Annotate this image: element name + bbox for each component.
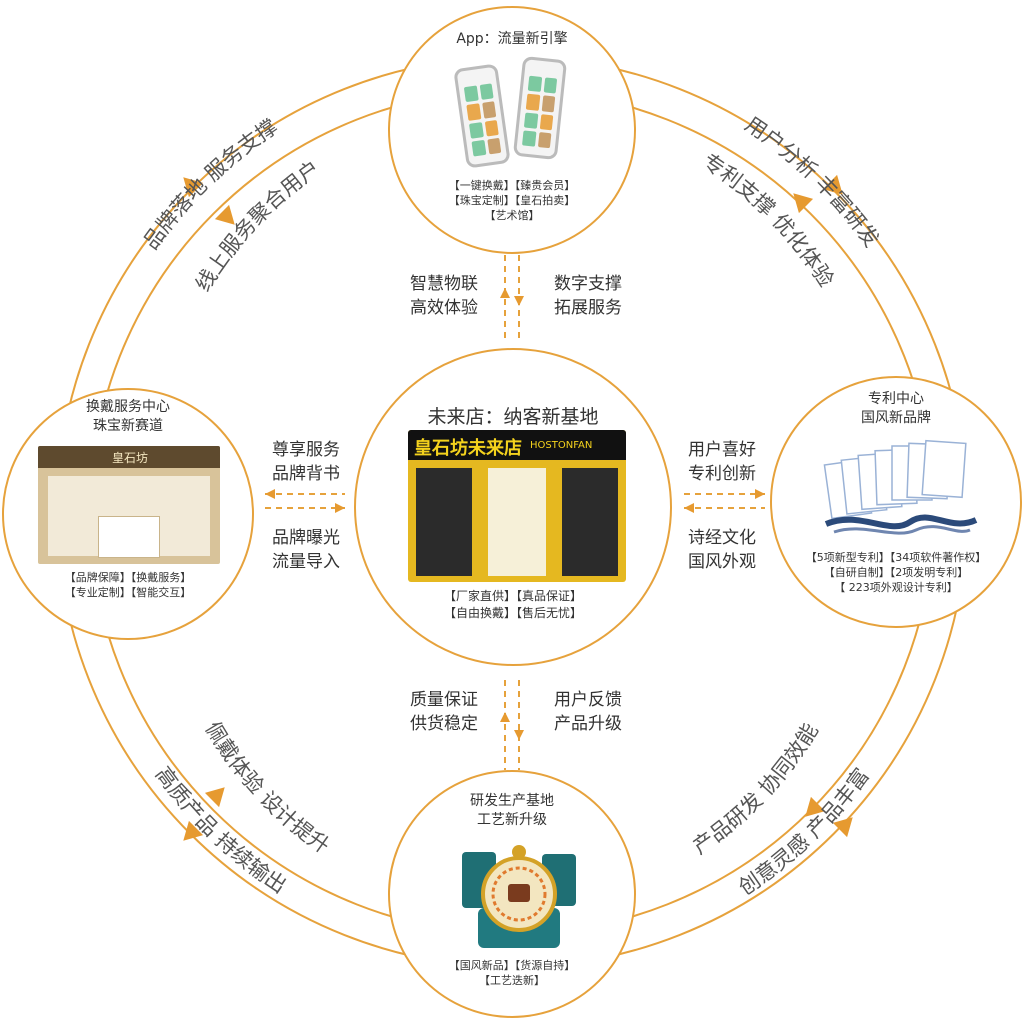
store-sign: 皇石坊未来店 HOSTONFAN (408, 430, 626, 460)
tag-line: 【厂家直供】【真品保证】 (443, 589, 582, 603)
node-service-center-tags: 【品牌保障】【换戴服务】 【专业定制】【智能交互】 (2, 570, 254, 600)
tag-line: 【工艺迭新】 (479, 974, 545, 987)
left-cabinet (416, 468, 472, 576)
node-app (388, 6, 636, 254)
jewelry-box-drawing (462, 845, 576, 948)
flow-line: 诗经文化 (688, 528, 756, 548)
node-production-base-title: 研发生产基地 工艺新升级 (388, 792, 636, 830)
title-line: 换戴服务中心 (86, 399, 170, 415)
title-line: 工艺新升级 (477, 812, 547, 828)
arc-label-bl-outer: 高质产品 持续输出 (151, 762, 291, 898)
tag-line: 【珠宝定制】【皇石拍卖】 (448, 194, 576, 207)
arrow-br-outer-icon (832, 817, 853, 838)
flow-label-bottom-left: 质量保证 供货稳定 (392, 688, 496, 736)
connector-arrow-up-icon (500, 712, 510, 722)
node-future-store-title: 未来店：纳客新基地 (427, 406, 599, 428)
connector-arrow-left-icon (684, 503, 694, 513)
flow-label-top-right: 数字支撑 拓展服务 (536, 272, 640, 320)
flow-line: 国风外观 (688, 552, 756, 572)
center-screen (488, 468, 546, 576)
node-patent-center-tags: 【5项新型专利】【34项软件著作权】 【自研自制】【2项发明专利】 【 223项… (770, 550, 1022, 595)
title-line: 研发生产基地 (470, 793, 554, 809)
node-app-tags: 【一键换戴】【臻贵会员】 【珠宝定制】【皇石拍卖】 【艺术馆】 (388, 178, 636, 223)
flow-line: 数字支撑 (554, 274, 622, 294)
arrow-br-inner-icon (805, 796, 826, 817)
tag-line: 【品牌保障】【换戴服务】 (64, 571, 192, 584)
future-store-image: 皇石坊未来店 HOSTONFAN (408, 430, 626, 582)
patent-certificates-drawing (823, 439, 978, 535)
title-line: 专利中心 (868, 391, 924, 407)
arc-label-tl-outer: 品牌落地 服务支撑 (139, 115, 282, 254)
node-app-title: App：流量新引擎 (456, 31, 568, 47)
flow-line: 品牌曝光 (272, 528, 340, 548)
flow-label-right-bottom: 诗经文化 国风外观 (670, 526, 774, 574)
store-header-sign: 皇石坊 (112, 451, 149, 465)
tag-line: 【一键换戴】【臻贵会员】 (448, 179, 576, 192)
connector-arrow-down-icon (514, 730, 524, 740)
arc-label-tr-outer: 用户分析 丰富研发 (741, 112, 884, 251)
store-header: 皇石坊 (38, 446, 220, 468)
flow-line: 流量导入 (272, 552, 340, 572)
arrow-bl-inner-icon (204, 787, 225, 808)
title-line: 珠宝新赛道 (93, 418, 163, 434)
store-counter (98, 516, 160, 558)
tag-line: 【艺术馆】 (484, 209, 540, 222)
phone-mockup (453, 63, 511, 169)
tag-line: 【自由换戴】【售后无忧】 (443, 606, 582, 620)
store-sign-text: 皇石坊未来店 (414, 438, 522, 459)
node-production-base-tags: 【国风新品】【货源自持】 【工艺迭新】 (388, 958, 636, 988)
patent-certificates-image (820, 436, 980, 546)
connector-arrow-down-icon (514, 296, 524, 306)
flow-label-right-top: 用户喜好 专利创新 (670, 438, 774, 486)
app-phones-image (453, 55, 576, 172)
node-service-center-title: 换戴服务中心 珠宝新赛道 (2, 398, 254, 436)
flow-line: 拓展服务 (554, 298, 622, 318)
tag-line: 【国风新品】【货源自持】 (448, 959, 576, 972)
jewelry-product-image (456, 834, 582, 952)
phone-mockup (512, 55, 568, 161)
connector-arrow-up-icon (500, 288, 510, 298)
tag-line: 【专业定制】【智能交互】 (64, 586, 192, 599)
flow-label-left-bottom: 品牌曝光 流量导入 (254, 526, 358, 574)
arrow-bl-outer-icon (183, 820, 204, 841)
flow-line: 供货稳定 (410, 714, 478, 734)
arrow-tl-inner-icon (214, 204, 235, 225)
flow-line: 尊享服务 (272, 440, 340, 460)
flow-label-bottom-right: 用户反馈 产品升级 (536, 688, 640, 736)
store-sign-en: HOSTONFAN (530, 440, 593, 451)
flow-line: 品牌背书 (272, 464, 340, 484)
flow-label-top-left: 智慧物联 高效体验 (392, 272, 496, 320)
flow-line: 智慧物联 (410, 274, 478, 294)
arrow-tl-outer-icon (183, 177, 204, 198)
tag-line: 【 223项外观设计专利】 (834, 581, 958, 594)
title-line: 国风新品牌 (861, 410, 931, 426)
arrow-tr-outer-icon (822, 174, 843, 195)
flow-line: 用户喜好 (688, 440, 756, 460)
connector-arrow-right-icon (755, 489, 765, 499)
connector-arrow-right-icon (335, 503, 345, 513)
service-center-image: 皇石坊 (38, 446, 220, 564)
flow-line: 高效体验 (410, 298, 478, 318)
flow-label-left-top: 尊享服务 品牌背书 (254, 438, 358, 486)
tag-line: 【自研自制】【2项发明专利】 (823, 566, 969, 579)
arrow-tr-inner-icon (793, 193, 814, 214)
node-future-store-tags: 【厂家直供】【真品保证】 【自由换戴】【售后无忧】 (354, 588, 672, 622)
connector-arrow-left-icon (265, 489, 275, 499)
flow-line: 用户反馈 (554, 690, 622, 710)
tag-line: 【5项新型专利】【34项软件著作权】 (805, 551, 987, 564)
node-patent-center-title: 专利中心 国风新品牌 (770, 390, 1022, 428)
flow-line: 产品升级 (554, 714, 622, 734)
flow-line: 专利创新 (688, 464, 756, 484)
flow-line: 质量保证 (410, 690, 478, 710)
right-cabinet (562, 468, 618, 576)
